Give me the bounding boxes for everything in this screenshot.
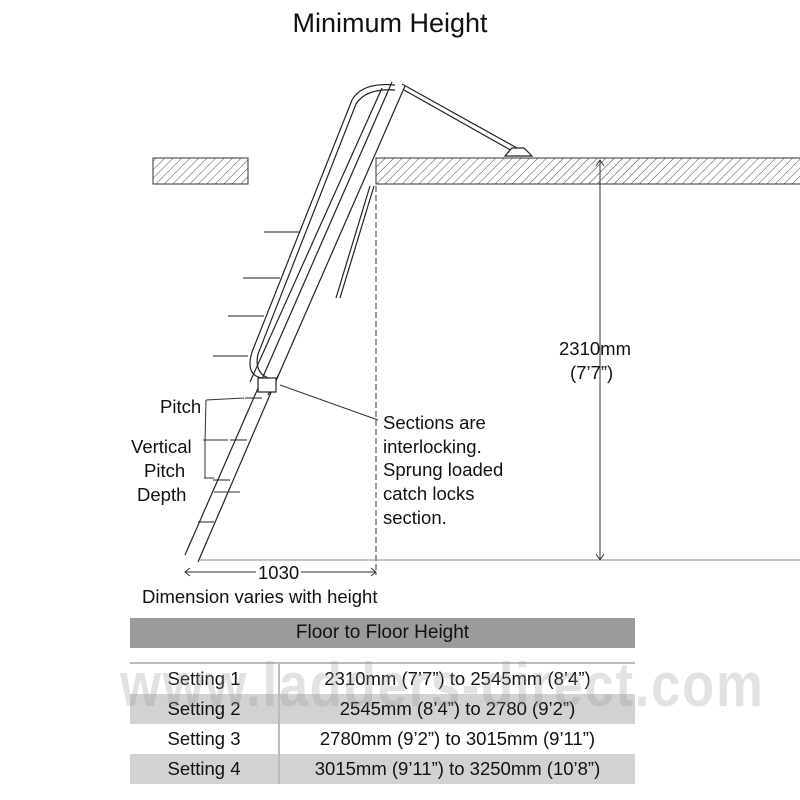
table-row: Setting 1 2310mm (7’7”) to 2545mm (8’4”) [130,664,635,694]
height-dimension-imperial: (7’7”) [570,362,614,383]
range-cell: 3015mm (9’11”) to 3250mm (10’8”) [314,758,601,779]
range-cell: 2545mm (8’4”) to 2780 (9’2”) [339,698,576,719]
vertical-label: Vertical [131,436,192,457]
ceiling-right [375,157,800,185]
range-cell: 2310mm (7’7”) to 2545mm (8’4”) [324,668,591,689]
pitch-label: Pitch [160,396,202,417]
depth-label: Depth [137,484,187,505]
setting-cell: Setting 1 [130,664,280,694]
setting-cell: Setting 4 [130,754,280,784]
table-row: Setting 4 3015mm (9’11”) to 3250mm (10’8”… [130,754,635,784]
watermark: www.ladders-direct.com [120,651,765,720]
table-row: Setting 2 2545mm (8’4”) to 2780 (9’2”) [130,694,635,724]
setting-cell: Setting 2 [130,694,280,724]
height-dimension-metric: 2310mm [559,338,631,359]
table-row: Setting 3 2780mm (9’2”) to 3015mm (9’11”) [130,724,635,754]
diagram-title: Minimum Height [292,8,488,38]
stay-arm [401,83,534,157]
callout-line-3: Sprung loaded [383,459,504,480]
table-header: Floor to Floor Height [130,618,635,648]
width-dimension: 1030 [256,562,302,584]
ceiling-left [152,157,249,185]
ladder [184,81,406,563]
vertical-pitch-label: Pitch [144,460,186,481]
callout-line-2: interlocking. [383,436,482,457]
setting-cell: Setting 3 [130,724,280,754]
callout-line-5: section. [383,507,447,528]
range-cell: 2780mm (9’2”) to 3015mm (9’11”) [319,728,596,749]
width-note: Dimension varies with height [142,586,378,607]
callout-line-4: catch locks [383,483,475,504]
callout-line-1: Sections are [383,412,486,433]
dimension-lines [184,159,800,577]
